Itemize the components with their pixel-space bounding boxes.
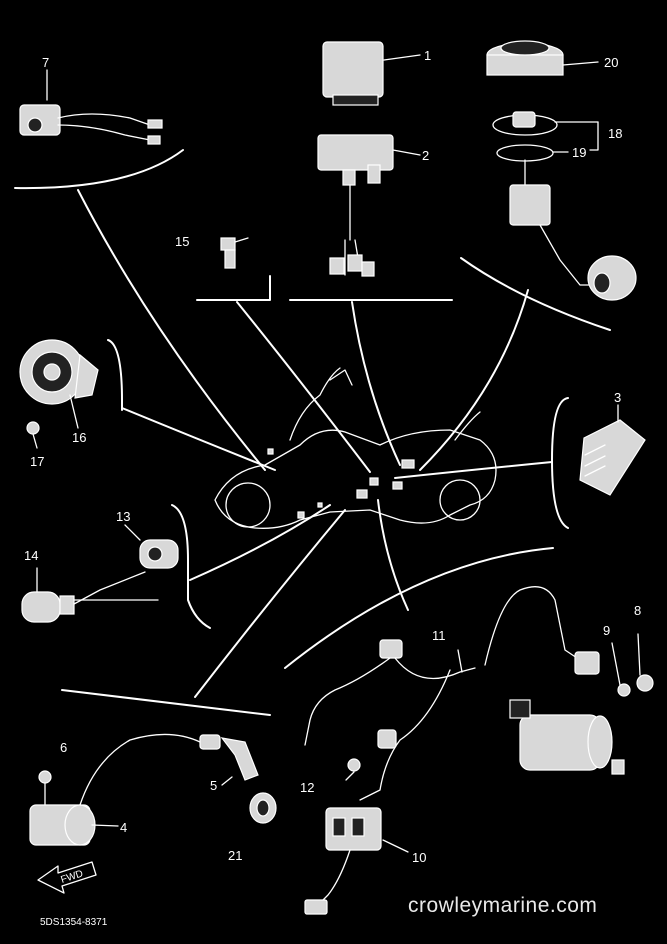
callout-4: 4: [120, 820, 127, 835]
callout-19: 19: [572, 145, 586, 160]
part-16-horn: [19, 339, 99, 429]
callout-9: 9: [603, 623, 610, 638]
part-20-cap: [486, 40, 599, 76]
part-2-bracket: [317, 134, 421, 277]
connector-lines: [14, 149, 611, 716]
callout-labels: 1 2 3 4 5 6 7 8 9 10 11 12 13 14 15 16 1…: [24, 48, 641, 865]
forward-arrow-icon: FWD: [37, 861, 97, 894]
part-6-bolt: [38, 770, 52, 806]
callout-12: 12: [300, 780, 314, 795]
callout-11: 11: [432, 628, 446, 643]
part-3-rectifier: [579, 404, 646, 496]
part-1-cdi-unit: [322, 41, 421, 106]
callout-7: 7: [42, 55, 49, 70]
part-4-ignition-coil: [29, 733, 201, 846]
part-17-screw: [26, 421, 40, 449]
callout-16: 16: [72, 430, 86, 445]
callout-10: 10: [412, 850, 426, 865]
callout-21: 21: [228, 848, 242, 863]
part-12-bolt: [345, 758, 361, 781]
callout-17: 17: [30, 454, 44, 469]
part-9-nut: [611, 642, 631, 697]
watermark: crowleymarine.com: [408, 894, 597, 917]
part-13-switch: [124, 524, 179, 569]
part-15-sensor: [220, 237, 249, 269]
callout-18: 18: [608, 126, 622, 141]
part-8-bolt: [636, 633, 654, 692]
part-7-switch: [19, 69, 163, 145]
callout-5: 5: [210, 778, 217, 793]
part-21-grommet: [249, 792, 277, 824]
callout-20: 20: [604, 55, 618, 70]
callout-1: 1: [424, 48, 431, 63]
starter-motor: [509, 699, 625, 775]
part-14-switch: [21, 567, 159, 623]
callout-8: 8: [634, 603, 641, 618]
callout-14: 14: [24, 548, 38, 563]
part-10-starter-relay: [304, 807, 409, 915]
part-5-plug-cap: [199, 734, 259, 786]
motorcycle-outline: [214, 367, 497, 529]
part-18-19-fuel-sender: [492, 111, 637, 301]
callout-15: 15: [175, 234, 189, 249]
part-11-wire-lead: [304, 586, 600, 801]
callout-2: 2: [422, 148, 429, 163]
diagram-code: 5DS1354-8371: [40, 917, 108, 928]
callout-3: 3: [614, 390, 621, 405]
callout-13: 13: [116, 509, 130, 524]
callout-6: 6: [60, 740, 67, 755]
